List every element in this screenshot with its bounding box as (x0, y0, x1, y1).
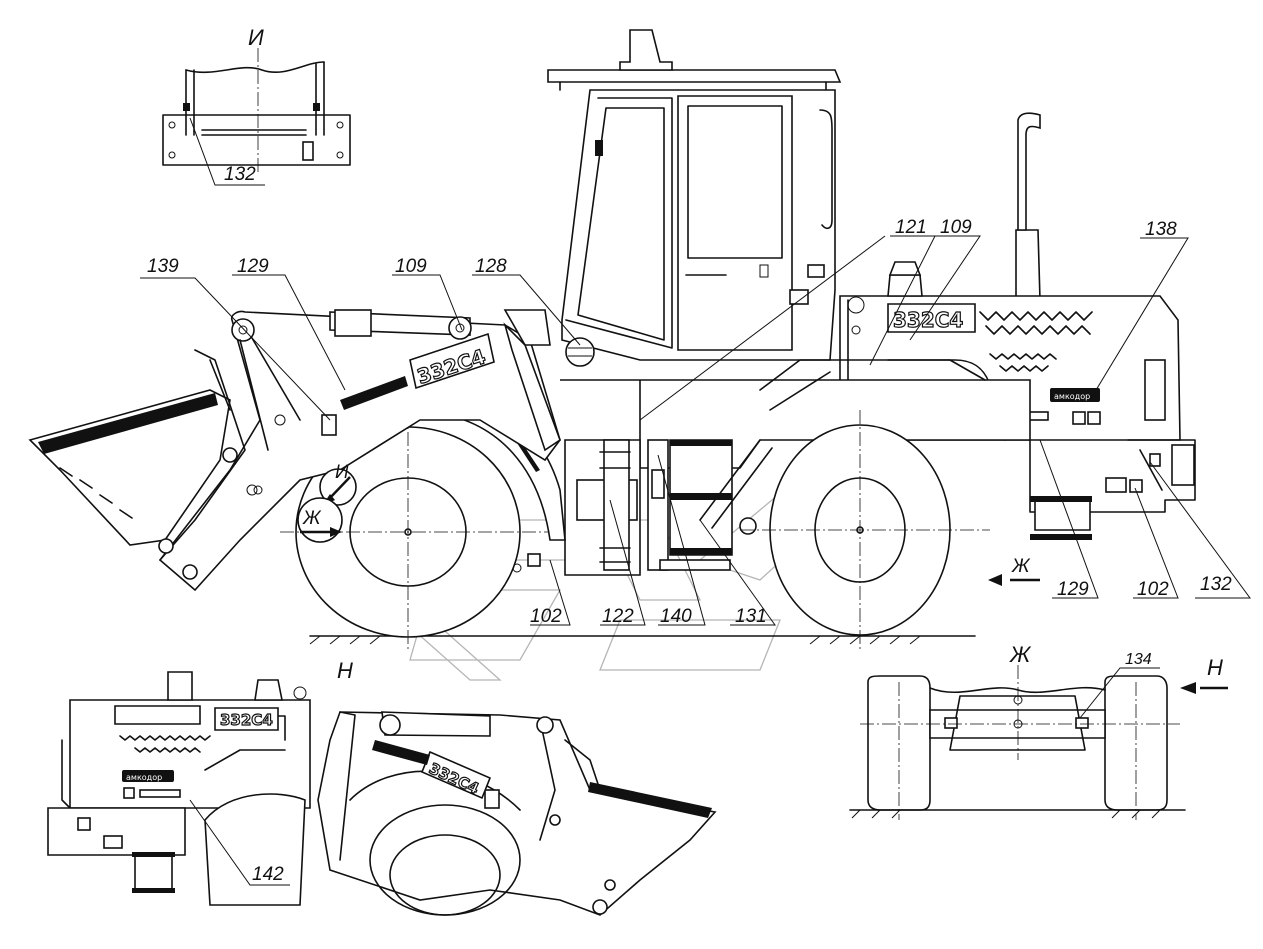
callout-102-right: 102 (1137, 579, 1169, 600)
callout-122: 122 (602, 606, 634, 627)
callout-131: 131 (735, 606, 767, 627)
hood-model-decal: 332С4 (887, 303, 976, 333)
callout-128: 128 (475, 256, 507, 277)
view-i-detail (162, 48, 351, 186)
hood-brand-decal: амкодор (1017, 388, 1101, 425)
callout-134: 134 (1125, 651, 1152, 668)
svg-text:332С4: 332С4 (220, 711, 273, 729)
view-n-arrow-label: Н (1207, 655, 1223, 680)
callout-132-right: 132 (1200, 574, 1232, 595)
view-i-label: И (248, 25, 264, 50)
view-n-arrow (1180, 682, 1228, 694)
bucket (28, 349, 263, 580)
callout-142: 142 (252, 864, 284, 885)
view-zh-label: Ж (1009, 642, 1032, 667)
svg-text:332С4: 332С4 (893, 308, 963, 332)
callout-102-left: 102 (530, 606, 562, 627)
view-arrow-i-main-label: И (335, 462, 349, 483)
view-arrow-zh-main (297, 497, 343, 543)
view-n-model-decal: 332С4 (214, 707, 279, 731)
view-zh-axle (849, 665, 1186, 820)
view-n-front (317, 711, 717, 916)
cab (547, 29, 842, 367)
leader-lines (140, 235, 1251, 626)
callout-140: 140 (660, 606, 692, 627)
boom-brand-decal (321, 376, 408, 436)
svg-text:амкодор: амкодор (1054, 392, 1090, 401)
callout-121: 121 (895, 217, 927, 238)
loader-arm (158, 309, 561, 592)
view-n-label: Н (337, 658, 353, 683)
view-arrow-zh-right (988, 574, 1040, 586)
leader-134 (1079, 667, 1160, 719)
callout-129-right: 129 (1057, 579, 1089, 600)
view-arrow-zh-right-label: Ж (1011, 556, 1031, 577)
leader-142 (189, 799, 290, 886)
callout-139: 139 (147, 256, 179, 277)
view-arrow-zh-main-label: Ж (302, 508, 322, 529)
callout-138: 138 (1145, 219, 1177, 240)
callout-109-left: 109 (395, 256, 427, 277)
callout-132-top: 132 (224, 164, 256, 185)
svg-text:амкодор: амкодор (126, 773, 162, 782)
callout-129-top: 129 (237, 256, 269, 277)
rear-wheel (740, 410, 990, 650)
view-n-brand-decal: амкодор (122, 770, 181, 799)
callout-109-right: 109 (940, 217, 972, 238)
